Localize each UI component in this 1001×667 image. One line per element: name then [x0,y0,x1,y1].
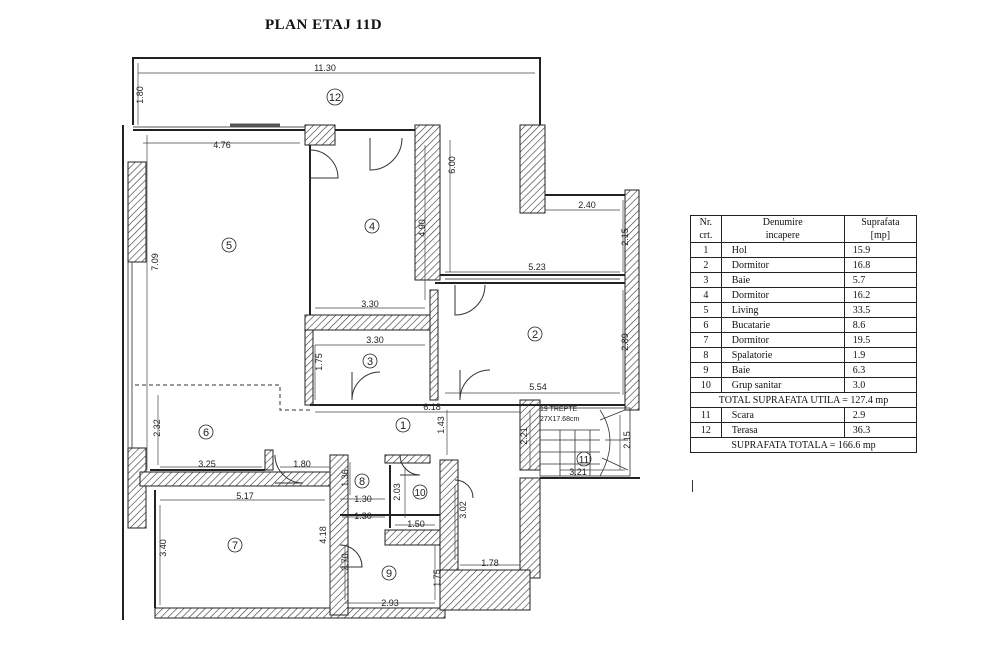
dimension-label: 3.25 [198,459,216,469]
dimension-label: 2.03 [392,483,402,501]
room-marker [527,326,543,342]
dimension-label: 4.76 [213,140,231,150]
room-number: 11 [579,455,590,466]
dimension-label: 2.21 [519,427,529,445]
room-number: 1 [400,420,406,432]
partitions [133,129,640,608]
dimension-label: 6.00 [447,156,457,174]
kitchen-boundary [135,384,310,411]
dimension-label: 2.15 [620,228,630,246]
room-marker [198,424,214,440]
dimension-labels: 11.30 1.80 4.76 6.00 4.90 2.40 2.15 5.23… [135,63,632,608]
dimension-label: 1.43 [436,416,446,434]
dimension-label: 11.30 [314,63,336,73]
stairs-label: 19 TREPTE [540,406,578,413]
header-nr: Nr.crt. [690,215,722,243]
stairs [539,407,631,477]
dimension-label: 3.21 [569,467,587,477]
dimension-label: 1.50 [407,519,425,529]
room-number: 10 [414,488,426,499]
total-row: SUPRAFATA TOTALA = 166.6 mp [690,437,917,453]
door-swings [274,137,491,568]
room-marker [381,565,397,581]
room-number: 2 [532,329,538,341]
dimension-label: 3.30 [366,335,384,345]
windows [127,123,620,448]
room-marker [395,417,411,433]
dimension-label: 4.18 [318,526,328,544]
room-marker [227,537,243,553]
room-number: 8 [359,476,365,488]
dimension-label: 1.80 [135,86,145,104]
dimension-lines [137,63,625,605]
dimension-label: 3.30 [361,299,379,309]
plan-title: PLAN ETAJ 11D [265,17,383,33]
dimension-label: 4.90 [417,219,427,237]
dimension-label: 2.15 [622,431,632,449]
room-number: 4 [369,221,375,233]
dimension-label: 5.17 [236,491,254,501]
room-marker [221,237,237,253]
room-marker [362,353,378,369]
room-marker [412,484,428,500]
room-number: 9 [386,568,392,580]
dimension-label: 2.40 [578,200,596,210]
room-marker [364,218,380,234]
dimension-label: 1.78 [481,558,499,568]
room-number: 5 [226,240,232,252]
dimension-label: 3.02 [458,501,468,519]
dimension-label: 5.54 [529,382,547,392]
dimension-label: 2.93 [381,598,399,608]
dimension-label: 1.36 [340,469,350,487]
total-util-row: TOTAL SUPRAFATA UTILA = 127.4 mp [690,392,917,408]
stairs-label: 27X17.68cm [540,416,579,423]
room-number: 3 [367,356,373,368]
dimension-label: 7.09 [150,253,160,271]
dimension-label: 1.80 [293,459,311,469]
margin-mark [692,480,693,492]
dimension-label: 1.30 [354,494,372,504]
dimension-label: 2.32 [152,419,162,437]
dimension-label: 6.18 [423,402,441,412]
dimension-label: 3.40 [158,539,168,557]
room-markers [198,88,592,581]
dimension-label: 2.70 [340,553,350,571]
dimension-label: 5.23 [528,262,546,272]
dimension-label: 1.75 [432,569,442,587]
header-area: Suprafata[mp] [843,215,918,243]
room-marker [576,451,592,467]
room-number: 12 [329,92,341,104]
dimension-label: 1.30 [354,511,372,521]
room-number: 6 [203,427,209,439]
walls [127,124,640,619]
room-numbers: 1 2 3 4 5 6 7 8 9 10 11 12 [203,92,590,580]
room-marker [354,473,370,489]
dimension-label: 2.89 [620,333,630,351]
room-number: 7 [232,540,238,552]
terrace-outline [122,57,541,620]
room-marker [326,88,344,106]
dimension-label: 1.75 [314,353,324,371]
